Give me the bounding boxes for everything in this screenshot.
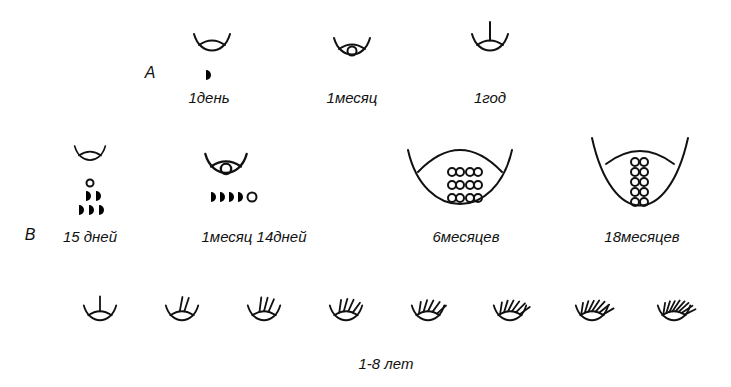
bowl-sign (408, 150, 512, 204)
eye-sign (260, 297, 274, 311)
count-marks (248, 193, 257, 202)
bowl-sign (474, 168, 482, 176)
bowl-sign (408, 150, 512, 204)
section-letter: В (25, 226, 36, 244)
bowl-sign (631, 188, 639, 196)
eye-sign (194, 34, 230, 51)
bowl-sign (640, 158, 648, 166)
bowl-sign (640, 198, 648, 206)
bowl-sign (474, 181, 482, 189)
eye-sign (205, 154, 246, 174)
eye-sign (334, 38, 370, 56)
eye-sign (472, 22, 508, 51)
count-marks (99, 205, 104, 215)
bowl-sign (640, 168, 648, 176)
eye-sign (248, 297, 280, 320)
eye-sign (170, 311, 193, 315)
bowl-sign (631, 198, 639, 206)
bowl-sign (592, 138, 688, 206)
count-marks (211, 192, 257, 202)
bowl-sign (448, 168, 456, 176)
bowl-sign (592, 138, 688, 206)
age-label: 1-8 лет (359, 355, 414, 373)
eye-sign (199, 41, 225, 46)
eye-sign (75, 146, 106, 160)
eye-sign (75, 146, 106, 160)
count-marks (211, 192, 216, 202)
eye-sign (348, 47, 357, 56)
count-marks (79, 205, 84, 215)
eye-sign (334, 38, 370, 55)
bowl-sign (474, 194, 482, 202)
bowl-sign (456, 168, 464, 176)
eye-sign (498, 311, 521, 315)
eye-sign (221, 164, 231, 174)
eye-sign (79, 152, 101, 156)
eye-sign (500, 301, 530, 315)
count-marks (229, 192, 234, 202)
sign-glyphs (75, 22, 696, 320)
eye-sign (84, 296, 116, 320)
age-label: 6месяцев (432, 228, 499, 246)
count-marks (220, 192, 225, 202)
eye-sign (248, 305, 280, 320)
bowl-sign (466, 181, 474, 189)
eye-sign (99, 296, 101, 311)
age-label: 15 дней (63, 228, 117, 246)
bowl-sign (640, 188, 648, 196)
eye-sign (194, 34, 230, 51)
count-marks (238, 192, 243, 202)
eye-sign (180, 297, 189, 311)
age-label: 1год (474, 89, 506, 107)
count-marks (86, 191, 91, 201)
eye-sign (339, 299, 360, 313)
section-letter: А (145, 64, 156, 82)
age-label: 1день (188, 89, 229, 107)
eye-sign (581, 300, 613, 314)
bowl-sign (466, 194, 474, 202)
age-label: 18месяцев (604, 228, 679, 246)
bowl-sign (448, 181, 456, 189)
bowl-sign (456, 181, 464, 189)
half-moon-mark (206, 70, 211, 80)
eye-sign (166, 297, 198, 320)
count-marks (87, 180, 94, 187)
eye-sign (489, 22, 491, 41)
bowl-sign (631, 178, 639, 186)
eye-sign (412, 300, 446, 320)
eye-sign (494, 301, 530, 321)
eye-sign (412, 305, 444, 320)
count-marks (96, 191, 101, 201)
eye-sign (166, 305, 198, 320)
count-marks (89, 205, 94, 215)
eye-sign (330, 299, 362, 320)
age-label: 1месяц 14дней (202, 228, 307, 246)
bowl-sign (448, 194, 456, 202)
bowl-sign (631, 168, 639, 176)
eye-sign (663, 301, 695, 315)
bowl-sign (466, 168, 474, 176)
eye-sign (419, 300, 446, 313)
bowl-sign (640, 178, 648, 186)
age-label: 1месяц (327, 89, 378, 107)
eye-sign (658, 301, 696, 321)
eye-sign (576, 300, 614, 320)
bowl-sign (456, 194, 464, 202)
bowl-sign (631, 158, 639, 166)
half-moon-mark (206, 70, 211, 80)
count-marks (79, 180, 104, 216)
